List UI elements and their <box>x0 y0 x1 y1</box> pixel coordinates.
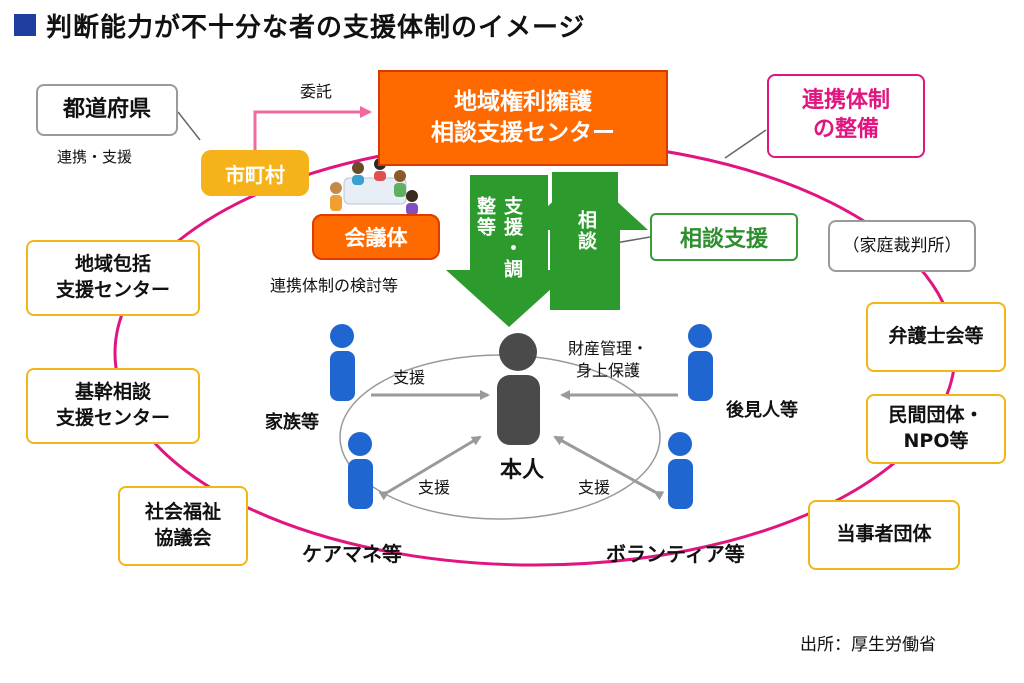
support-family-label: 支援 <box>393 368 426 387</box>
bar-association-box: 弁護士会等 <box>866 302 1006 372</box>
title-square-icon <box>14 14 36 36</box>
npo-line2: NPO等 <box>903 430 969 452</box>
arrow-volunteer <box>553 435 665 501</box>
center-line1: 地域権利擁護 <box>454 88 592 115</box>
network-box: 連携体制 の整備 <box>767 74 925 158</box>
council-note: 連携体制の検討等 <box>270 276 399 295</box>
welfare-line2: 協議会 <box>154 527 212 549</box>
down-arrow-label: 支援・調整等 <box>474 196 523 280</box>
community-center-line2: 支援センター <box>55 279 170 301</box>
source-note: 出所：厚生労働省 <box>800 635 936 655</box>
title-text: 判断能力が不十分な者の支援体制のイメージ <box>46 12 586 43</box>
entrust-label: 委託 <box>300 82 333 101</box>
guardian-person-icon <box>688 324 713 401</box>
family-label: 家族等 <box>265 412 319 433</box>
family-person-icon <box>330 324 355 401</box>
core-center-box: 基幹相談 支援センター <box>26 368 200 444</box>
support-guardian-label: 財産管理・ 身上保護 <box>568 338 648 383</box>
community-center-box: 地域包括 支援センター <box>26 240 200 316</box>
npo-box: 民間団体・ NPO等 <box>866 394 1006 464</box>
council-box: 会議体 <box>312 214 440 260</box>
up-arrow-label: 相談 <box>575 210 597 252</box>
network-line1: 連携体制 <box>801 88 890 114</box>
entrust-connector <box>253 106 372 160</box>
prefecture-connector <box>177 111 201 141</box>
network-line2: の整備 <box>812 117 879 142</box>
rights-advocacy-center-box: 地域権利擁護 相談支援センター <box>378 70 668 166</box>
prefecture-note: 連携・支援 <box>57 148 133 166</box>
support-guardian-line2: 身上保護 <box>576 361 641 381</box>
community-center-line1: 地域包括 <box>74 253 151 276</box>
support-volunteer-label: 支援 <box>578 478 611 497</box>
npo-line1: 民間団体・ <box>888 404 984 427</box>
page-title: 判断能力が不十分な者の支援体制のイメージ <box>14 8 586 43</box>
volunteer-label: ボランティア等 <box>606 542 745 566</box>
welfare-line1: 社会福祉 <box>144 501 221 524</box>
meeting-illustration-icon <box>330 146 418 215</box>
network-connector <box>724 129 767 159</box>
core-center-line1: 基幹相談 <box>74 381 151 404</box>
welfare-council-box: 社会福祉 協議会 <box>118 486 248 566</box>
support-guardian-line1: 財産管理・ <box>568 339 649 358</box>
care-manager-label: ケアマネ等 <box>302 542 402 566</box>
arrow-care <box>378 435 482 501</box>
consult-support-box: 相談支援 <box>650 213 798 261</box>
volunteer-person-icon <box>668 432 693 509</box>
guardian-label: 後見人等 <box>726 400 798 421</box>
center-line2: 相談支援センター <box>431 120 615 146</box>
core-center-line2: 支援センター <box>55 407 170 429</box>
family-court-box: （家庭裁判所） <box>828 220 976 272</box>
principal-label: 本人 <box>500 458 545 483</box>
self-help-group-box: 当事者団体 <box>808 500 960 570</box>
principal-person-icon <box>497 333 540 445</box>
care-person-icon <box>348 432 373 509</box>
support-care-label: 支援 <box>418 478 451 497</box>
prefecture-box: 都道府県 <box>36 84 178 136</box>
municipality-box: 市町村 <box>201 150 309 196</box>
